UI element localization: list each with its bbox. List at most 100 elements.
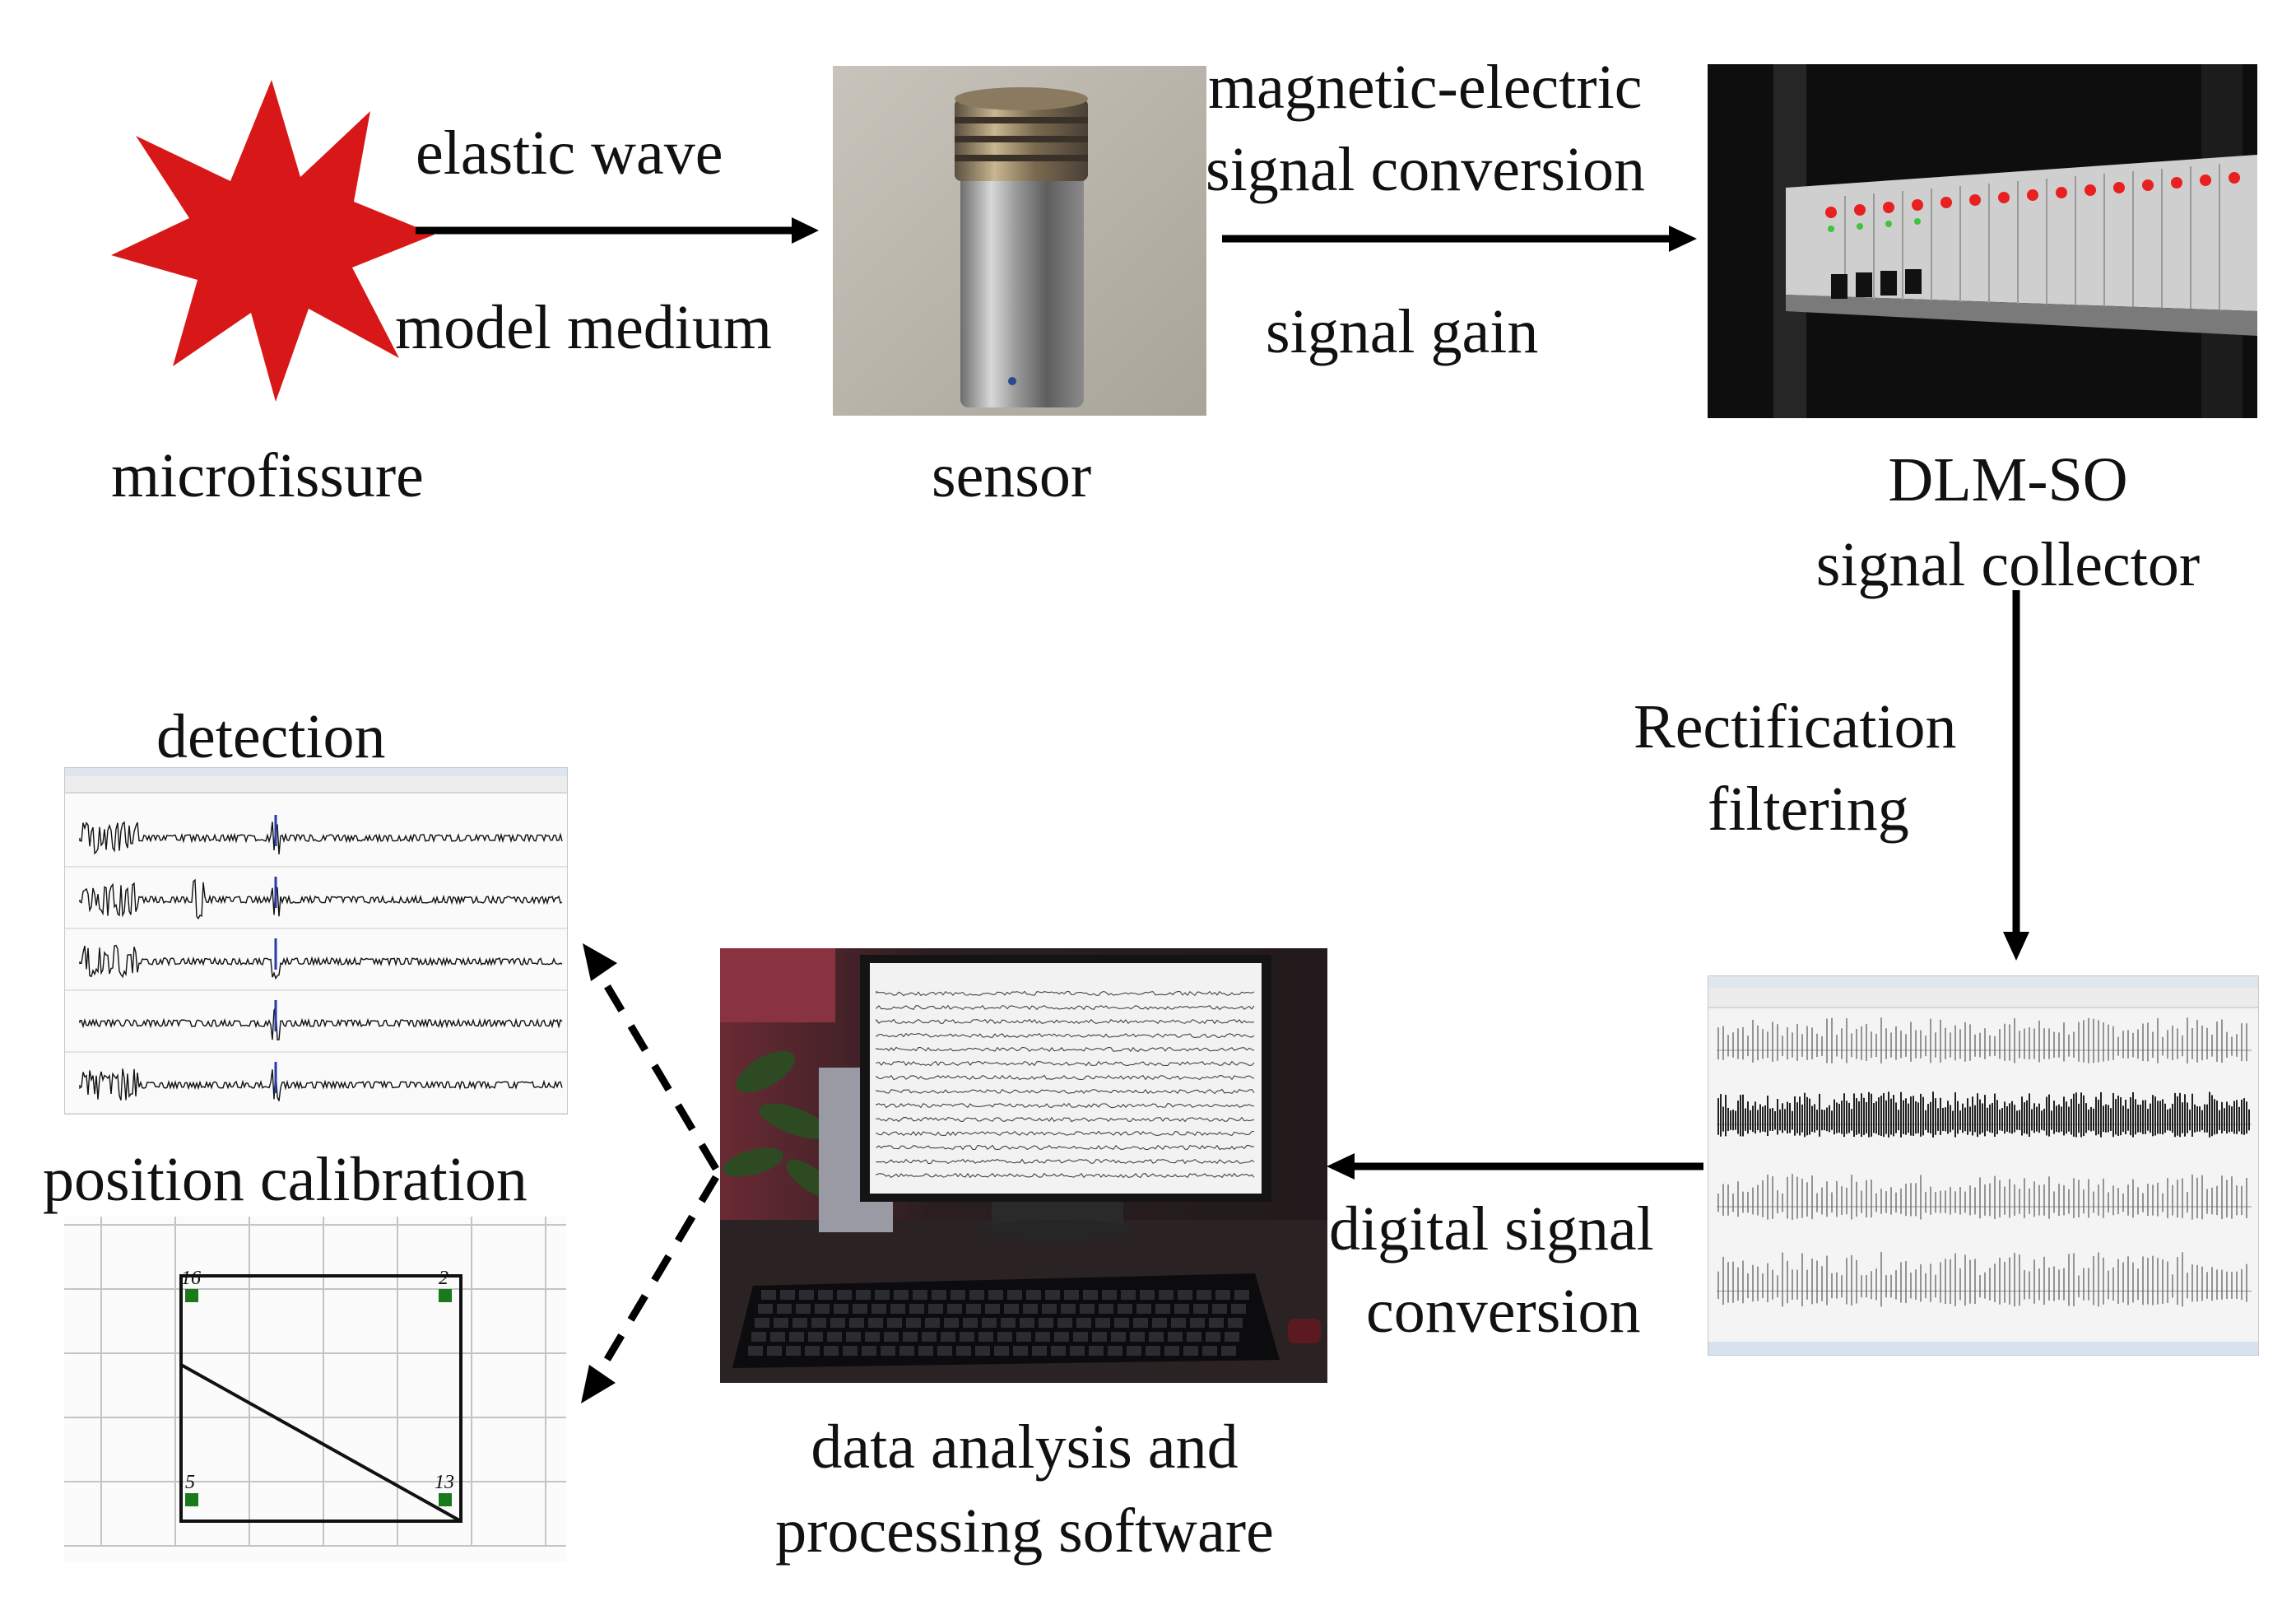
sensor-marker-2 xyxy=(439,1289,452,1302)
keyboard-key xyxy=(755,1318,769,1328)
arrow-collector-to-waveform xyxy=(2003,590,2029,961)
detection-trace xyxy=(79,944,563,980)
keyboard-key xyxy=(978,1332,993,1342)
keyboard-key xyxy=(963,1318,978,1328)
keyboard-key xyxy=(937,1346,952,1356)
keyboard-key xyxy=(884,1332,899,1342)
arrow-sensor-to-collector xyxy=(1222,226,1697,252)
monitor-trace xyxy=(876,1144,1255,1151)
monitor-trace xyxy=(876,1004,1255,1011)
keyboard-key xyxy=(758,1304,773,1314)
keyboard-key xyxy=(1057,1318,1072,1328)
keyboard-key xyxy=(932,1290,946,1300)
detection-trace xyxy=(79,1068,563,1101)
keyboard-key xyxy=(944,1318,959,1328)
burst-shape xyxy=(111,80,435,402)
keyboard-key xyxy=(774,1318,788,1328)
keyboard-key xyxy=(792,1318,807,1328)
keyboard-key xyxy=(796,1304,811,1314)
keyboard-key xyxy=(1215,1290,1230,1300)
keyboard-key xyxy=(1130,1332,1145,1342)
keyboard-key xyxy=(1001,1318,1016,1328)
dashed-arrow-to-detection xyxy=(597,973,719,1171)
keyboard-key xyxy=(1045,1290,1060,1300)
keyboard-key xyxy=(985,1304,1000,1314)
keyboard-key xyxy=(1108,1346,1122,1356)
keyboard-key xyxy=(1234,1290,1249,1300)
keyboard-key xyxy=(1159,1290,1174,1300)
keyboard-key xyxy=(824,1346,839,1356)
collector-photo xyxy=(1708,64,2257,418)
keyboard-key xyxy=(906,1318,921,1328)
keyboard-key xyxy=(1212,1304,1227,1314)
keyboard-key xyxy=(1168,1332,1183,1342)
detection-trace xyxy=(79,821,563,855)
keyboard-key xyxy=(1016,1332,1031,1342)
keyboard-key xyxy=(815,1304,830,1314)
keyboard-key xyxy=(1061,1304,1076,1314)
point-label-2: 2 xyxy=(439,1268,449,1289)
keyboard-key xyxy=(899,1346,914,1356)
dashed-arrow-to-calibration xyxy=(596,1175,719,1375)
keyboard-key xyxy=(868,1318,883,1328)
point-label-13: 13 xyxy=(435,1472,454,1493)
keyboard-key xyxy=(1197,1290,1211,1300)
keyboard-key xyxy=(1004,1304,1019,1314)
label-elastic-wave: elastic wave xyxy=(416,119,723,188)
keyboard-key xyxy=(780,1290,795,1300)
keyboard-key xyxy=(767,1346,782,1356)
calibration-boundary xyxy=(179,1274,462,1523)
keyboard-key xyxy=(799,1290,814,1300)
monitor-trace xyxy=(876,1116,1255,1123)
keyboard-key xyxy=(1190,1318,1205,1328)
label-signal-conversion-top: signal conversion xyxy=(1206,135,1646,204)
monitor-trace xyxy=(876,1130,1255,1137)
monitor-trace xyxy=(876,1158,1255,1165)
keyboard-key xyxy=(925,1318,940,1328)
keyboard-key xyxy=(994,1346,1009,1356)
microfissure-burst xyxy=(107,78,436,403)
keyboard-key xyxy=(777,1304,792,1314)
keyboard-key xyxy=(1070,1346,1085,1356)
label-conversion-bottom: conversion xyxy=(1366,1277,1641,1346)
sensor-marker-13 xyxy=(439,1493,452,1506)
keyboard-key xyxy=(770,1332,785,1342)
keyboard-key xyxy=(1111,1332,1126,1342)
keyboard-key xyxy=(1073,1332,1088,1342)
keyboard-key xyxy=(975,1346,990,1356)
keyboard-key xyxy=(1178,1290,1192,1300)
keyboard-key xyxy=(811,1318,826,1328)
label-model-medium: model medium xyxy=(395,293,773,362)
keyboard-key xyxy=(1202,1346,1217,1356)
keyboard-key xyxy=(1209,1318,1224,1328)
keyboard-key xyxy=(1102,1290,1117,1300)
sensor-marker-16 xyxy=(185,1289,198,1302)
keyboard-key xyxy=(1171,1318,1186,1328)
keyboard-key xyxy=(1155,1304,1170,1314)
keyboard-key xyxy=(1083,1290,1098,1300)
label-processing-software: processing software xyxy=(775,1496,1274,1566)
monitor-trace xyxy=(876,1074,1255,1081)
keyboard-key xyxy=(1076,1318,1091,1328)
keyboard-key xyxy=(1127,1346,1141,1356)
keyboard-key xyxy=(1140,1290,1155,1300)
computer-photo xyxy=(720,948,1327,1383)
keyboard-key xyxy=(997,1332,1012,1342)
keyboard-key xyxy=(928,1304,943,1314)
keyboard-key xyxy=(922,1332,937,1342)
keyboard-key xyxy=(871,1304,886,1314)
keyboard-key xyxy=(1174,1304,1189,1314)
keyboard-key xyxy=(1133,1318,1148,1328)
keyboard-key xyxy=(751,1332,766,1342)
monitor-trace xyxy=(876,1102,1255,1109)
keyboard-key xyxy=(909,1304,924,1314)
keyboard-key xyxy=(846,1332,861,1342)
monitor-trace xyxy=(876,1046,1255,1053)
keyboard-key xyxy=(894,1290,909,1300)
keyboard-key xyxy=(1064,1290,1079,1300)
keyboard-key xyxy=(988,1290,1003,1300)
keyboard-key xyxy=(1228,1318,1243,1328)
keyboard-key xyxy=(1020,1318,1034,1328)
keyboard-key xyxy=(890,1304,905,1314)
label-signal-collector: signal collector xyxy=(1815,530,2201,599)
